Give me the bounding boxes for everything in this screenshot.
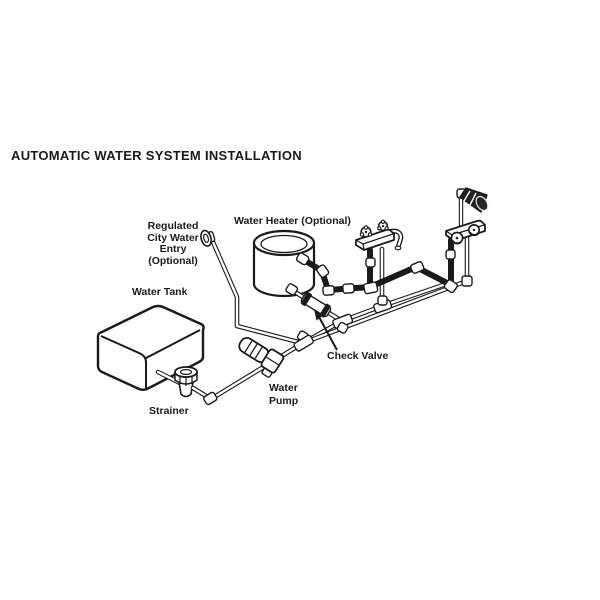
- faucet-handle-right: [378, 220, 389, 230]
- strainer-graphic: [175, 367, 197, 397]
- city-water-pipe: [213, 242, 302, 343]
- page-title: AUTOMATIC WATER SYSTEM INSTALLATION: [11, 148, 302, 163]
- shower-knob-left: [451, 232, 462, 243]
- hot-pipe-fittings: [296, 250, 459, 295]
- label-water-tank: Water Tank: [132, 286, 188, 298]
- shower-head: [460, 188, 490, 213]
- label-water-pump: Water Pump: [269, 382, 299, 407]
- shower-graphic: [446, 188, 490, 244]
- cold-pipe-fittings: [203, 189, 472, 405]
- label-water-heater: Water Heater (Optional): [234, 215, 351, 227]
- shower-knob-right: [469, 225, 479, 235]
- city-water-flange: [199, 228, 216, 247]
- water-pump-graphic: [233, 333, 285, 379]
- label-strainer: Strainer: [149, 405, 189, 417]
- check-valve-arrow: [314, 309, 337, 350]
- check-valve-graphic: [300, 292, 333, 318]
- faucet-handle-left: [360, 226, 371, 237]
- kitchen-faucet-graphic: [356, 220, 401, 250]
- label-check-valve: Check Valve: [327, 350, 389, 362]
- label-city-water-entry: Regulated City Water Entry (Optional): [147, 220, 199, 267]
